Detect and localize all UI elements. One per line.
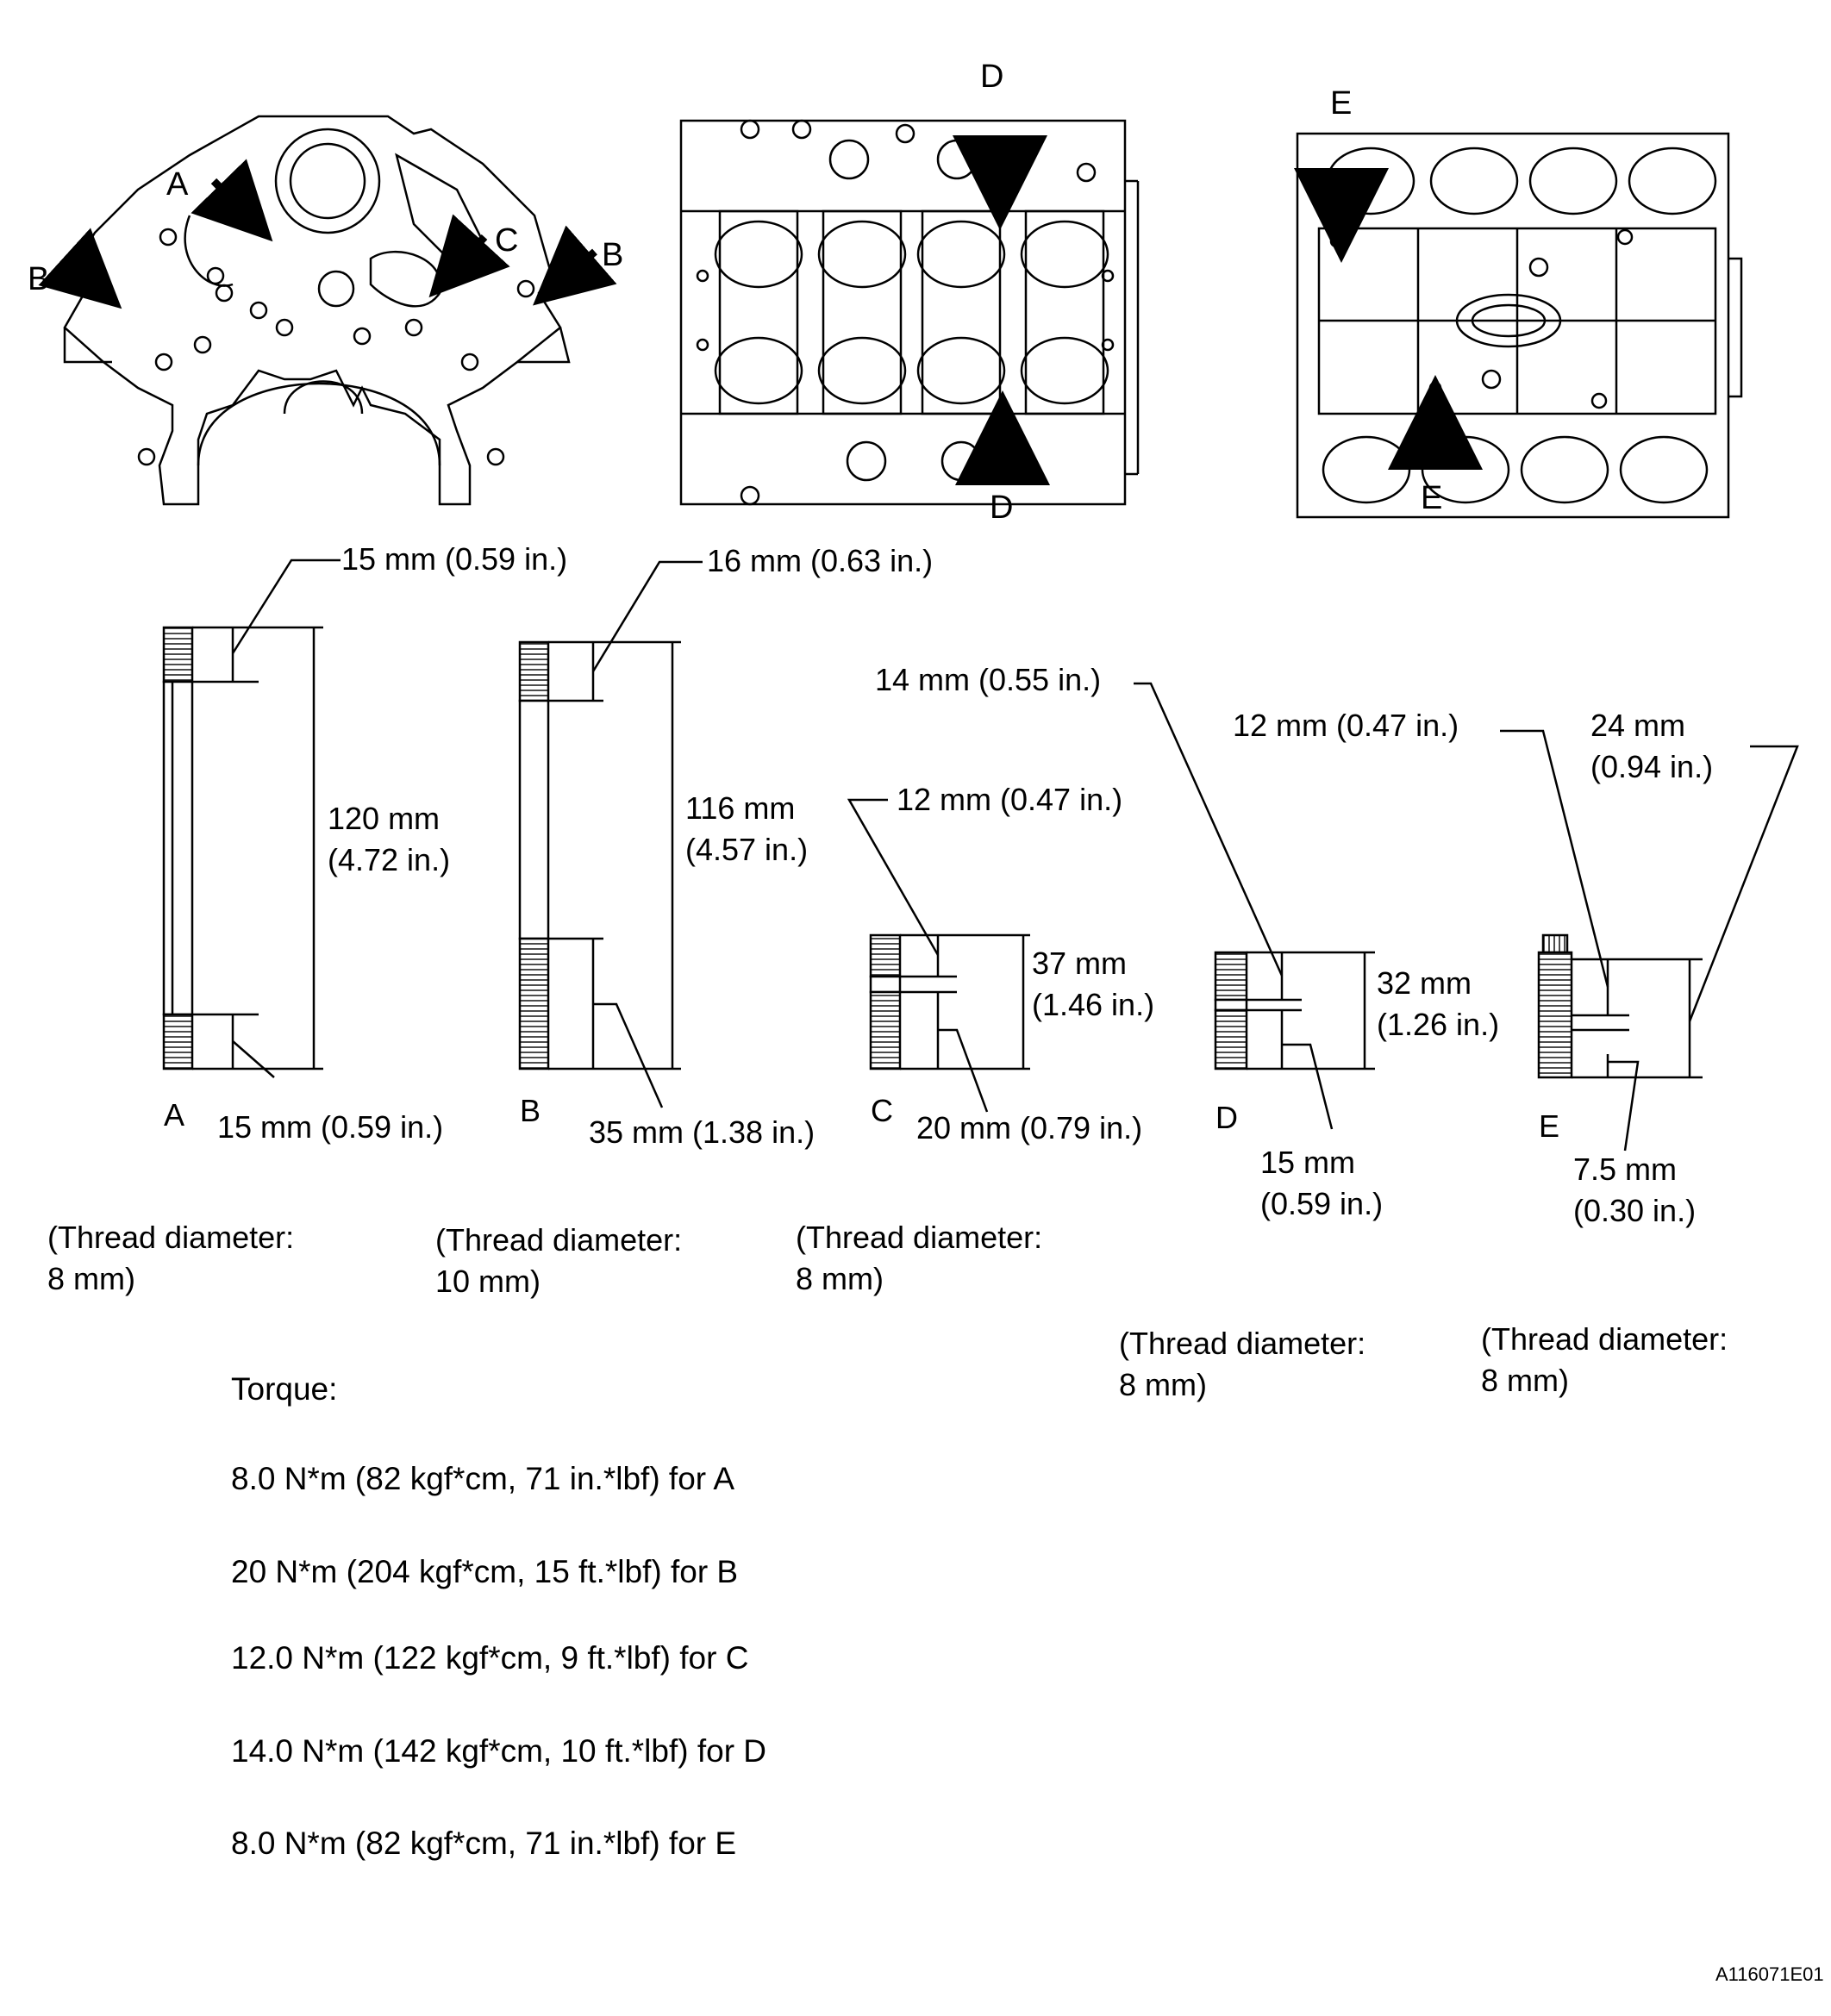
stud-d-total-length: 32 mm	[1377, 965, 1472, 1001]
stud-a-thread-diameter-value: 8 mm)	[47, 1261, 135, 1296]
stud-e-top-thread-length: 12 mm (0.47 in.)	[1233, 708, 1459, 743]
stud-d-letter: D	[1215, 1100, 1238, 1135]
stud-a-drawing	[162, 559, 341, 1078]
engine-block-top-view	[679, 119, 1140, 506]
stud-d-drawing	[1134, 682, 1375, 1130]
stud-c-thread-diameter-value: 8 mm)	[796, 1261, 884, 1296]
figure-id: A116071E01	[1715, 1963, 1824, 1985]
stud-c-drawing	[847, 798, 1030, 1113]
engine-block-front-view	[63, 115, 571, 506]
stud-c-total-length: 37 mm	[1032, 946, 1128, 981]
bottom-view-label-e-top: E	[1330, 85, 1353, 122]
stud-e-letter: E	[1539, 1108, 1560, 1144]
stud-a-top-thread-length: 15 mm (0.59 in.)	[341, 541, 568, 577]
arrow-a	[191, 159, 273, 242]
stud-b-bottom-thread-length: 35 mm (1.38 in.)	[589, 1114, 816, 1150]
torque-line-c: 12.0 N*m (122 kgf*cm, 9 ft.*lbf) for C	[231, 1640, 749, 1676]
stud-a-total-length: 120 mm	[328, 801, 441, 836]
stud-e-bottom-thread-length-in: (0.30 in.)	[1573, 1193, 1697, 1228]
front-view-label-b-right: B	[602, 237, 624, 273]
stud-b-drawing	[518, 560, 703, 1108]
stud-e-total-length: 24 mm	[1590, 708, 1686, 743]
torque-line-e: 8.0 N*m (82 kgf*cm, 71 in.*lbf) for E	[231, 1826, 737, 1861]
front-view-label-a: A	[166, 166, 189, 203]
stud-a-total-length-in: (4.72 in.)	[328, 842, 451, 877]
stud-b-total-length: 116 mm	[685, 790, 796, 826]
stud-d-thread-diameter-label: (Thread diameter:	[1119, 1326, 1366, 1361]
stud-d-top-thread-length: 14 mm (0.55 in.)	[875, 662, 1102, 697]
stud-c-bottom-thread-length: 20 mm (0.79 in.)	[916, 1110, 1143, 1145]
stud-c-letter: C	[871, 1093, 893, 1128]
stud-d-thread-diameter-value: 8 mm)	[1119, 1367, 1207, 1402]
stud-e-thread-diameter-label: (Thread diameter:	[1481, 1321, 1728, 1357]
top-view-label-d-top: D	[980, 59, 1004, 95]
front-view-label-c: C	[495, 222, 519, 259]
stud-a-thread-diameter-label: (Thread diameter:	[47, 1220, 295, 1255]
torque-line-d: 14.0 N*m (142 kgf*cm, 10 ft.*lbf) for D	[231, 1733, 767, 1769]
torque-heading: Torque:	[231, 1371, 338, 1407]
stud-d-bottom-thread-length-in: (0.59 in.)	[1260, 1186, 1384, 1221]
front-view-label-b-left: B	[28, 261, 50, 297]
stud-e-drawing	[1500, 729, 1799, 1152]
stud-b-top-thread-length: 16 mm (0.63 in.)	[707, 543, 934, 578]
stud-e-bottom-thread-length: 7.5 mm	[1573, 1152, 1678, 1187]
stud-d-total-length-in: (1.26 in.)	[1377, 1007, 1500, 1042]
stud-b-thread-diameter-value: 10 mm)	[435, 1264, 541, 1299]
stud-c-total-length-in: (1.46 in.)	[1032, 987, 1155, 1022]
stud-c-thread-diameter-label: (Thread diameter:	[796, 1220, 1043, 1255]
stud-b-total-length-in: (4.57 in.)	[685, 832, 809, 867]
arrow-b-right	[533, 225, 617, 306]
stud-b-letter: B	[520, 1093, 541, 1128]
bottom-view-label-e-bottom: E	[1421, 480, 1443, 516]
top-view-label-d-bottom: D	[990, 490, 1014, 526]
torque-line-b: 20 N*m (204 kgf*cm, 15 ft.*lbf) for B	[231, 1554, 739, 1589]
stud-e-total-length-in: (0.94 in.)	[1590, 749, 1714, 784]
engine-block-bottom-view	[1296, 132, 1743, 519]
stud-a-letter: A	[164, 1097, 185, 1133]
arrow-c	[428, 214, 510, 298]
stud-a-bottom-thread-length: 15 mm (0.59 in.)	[217, 1109, 444, 1145]
torque-line-a: 8.0 N*m (82 kgf*cm, 71 in.*lbf) for A	[231, 1461, 735, 1496]
stud-b-thread-diameter-label: (Thread diameter:	[435, 1222, 683, 1258]
stud-e-thread-diameter-value: 8 mm)	[1481, 1363, 1569, 1398]
stud-d-bottom-thread-length: 15 mm	[1260, 1145, 1356, 1180]
arrow-b-left	[38, 228, 122, 309]
stud-c-top-thread-length: 12 mm (0.47 in.)	[897, 782, 1123, 817]
